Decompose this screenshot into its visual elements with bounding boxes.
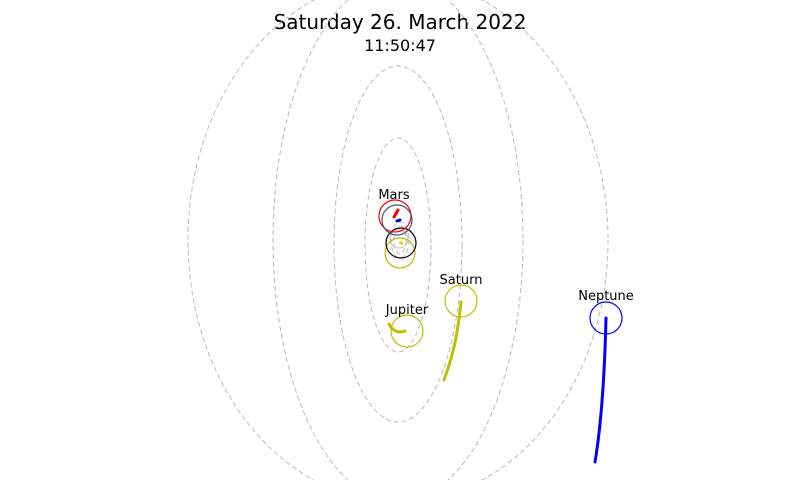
orbit-jupiter — [333, 65, 463, 423]
label-mars: Mars — [378, 188, 410, 203]
label-neptune: Neptune — [578, 289, 634, 304]
orbit-outer — [187, 0, 609, 480]
orbit-venus — [393, 225, 407, 255]
orbits — [187, 0, 609, 480]
planet-labels: Mars Saturn Jupiter Neptune — [378, 188, 633, 318]
date-title: Saturday 26. March 2022 — [273, 10, 527, 34]
jupiter-trail — [387, 322, 407, 334]
neptune-trail — [593, 316, 608, 464]
saturn-trail — [442, 300, 463, 382]
saturn-marker — [444, 284, 478, 318]
planet-markers — [378, 199, 623, 348]
uranus-trail — [395, 218, 402, 223]
time-subtitle: 11:50:47 — [364, 36, 436, 55]
uranus-marker — [381, 204, 413, 236]
mars-trail — [392, 208, 400, 219]
neptune-marker — [589, 301, 623, 335]
venus-marker — [384, 237, 416, 269]
jupiter-marker — [390, 314, 424, 348]
sun-icon — [399, 241, 403, 245]
orbit-earth — [390, 221, 410, 259]
orbit-saturn — [272, 0, 524, 480]
orbit-mars — [364, 137, 432, 353]
earth-marker — [385, 227, 417, 259]
label-saturn: Saturn — [440, 273, 483, 288]
trails — [387, 208, 608, 464]
label-jupiter: Jupiter — [385, 303, 429, 318]
mercury-marker — [389, 229, 409, 249]
